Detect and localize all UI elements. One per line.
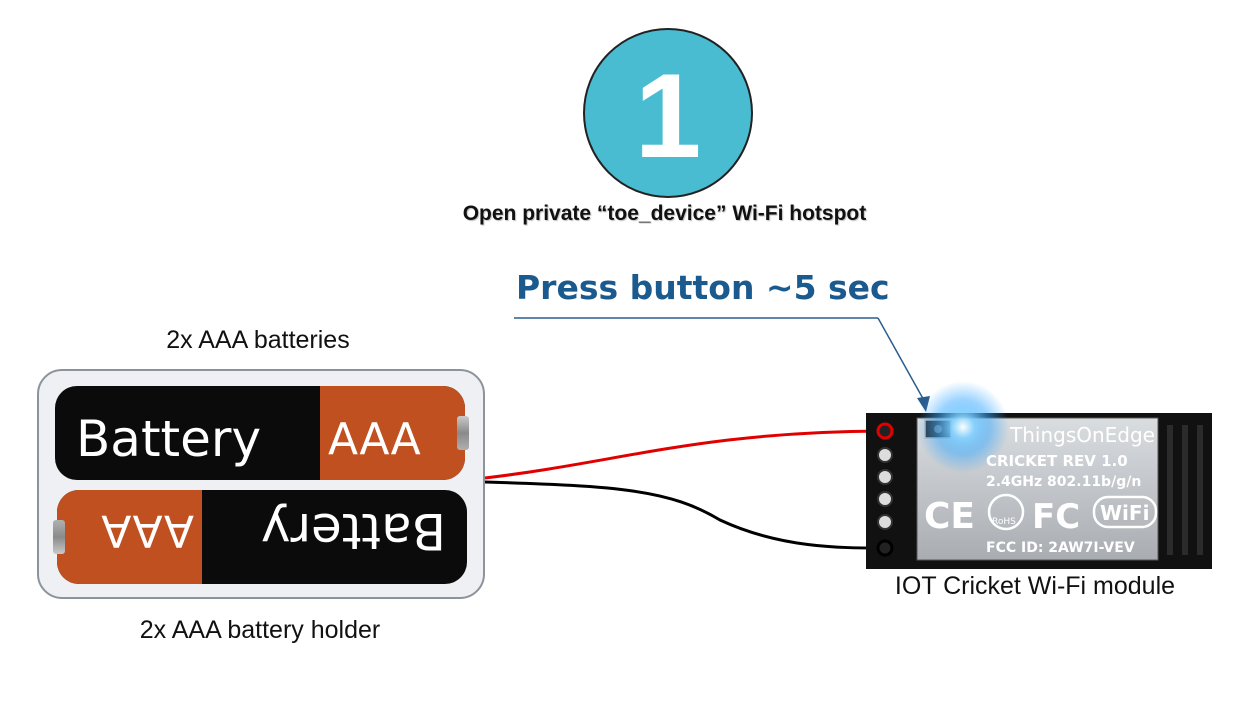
fc-mark: FC [1032,497,1080,537]
battery-holder-label: 2x AAA battery holder [139,616,381,644]
module-model: CRICKET REV 1.0 [986,452,1128,470]
cricket-module: ThingsOnEdge CRICKET REV 1.0 2.4GHz 802.… [866,381,1212,569]
module-spec: 2.4GHz 802.11b/g/n [986,474,1141,490]
negative-wire [484,480,883,550]
press-button-callout: Press button ~5 sec [516,268,890,307]
wifi-mark: WiFi [1100,501,1149,525]
module-pins [876,422,894,557]
positive-wire [484,429,883,480]
batteries-label: 2x AAA batteries [166,326,350,354]
step-number: 1 [634,49,702,183]
module-label: IOT Cricket Wi-Fi module [894,572,1176,600]
battery-bottom-size: AAA [101,505,194,556]
ce-mark: CE [924,496,975,537]
rohs-mark: RoHS [992,517,1016,527]
battery-top: Battery AAA [55,386,469,480]
module-fcc-id: FCC ID: 2AW7I-VEV [986,540,1135,556]
battery-bottom: Battery AAA [53,490,467,584]
module-brand: ThingsOnEdge [1009,423,1155,447]
battery-top-size: AAA [328,414,421,465]
battery-holder: Battery AAA Battery AAA [37,369,485,599]
battery-bottom-label: Battery [261,502,446,560]
battery-top-label: Battery [76,410,261,468]
step-number-circle: 1 [583,28,753,198]
step-caption: Open private “toe_device” Wi-Fi hotspot [462,202,867,225]
callout-leader-line [514,317,930,412]
led-glow [917,381,1009,473]
